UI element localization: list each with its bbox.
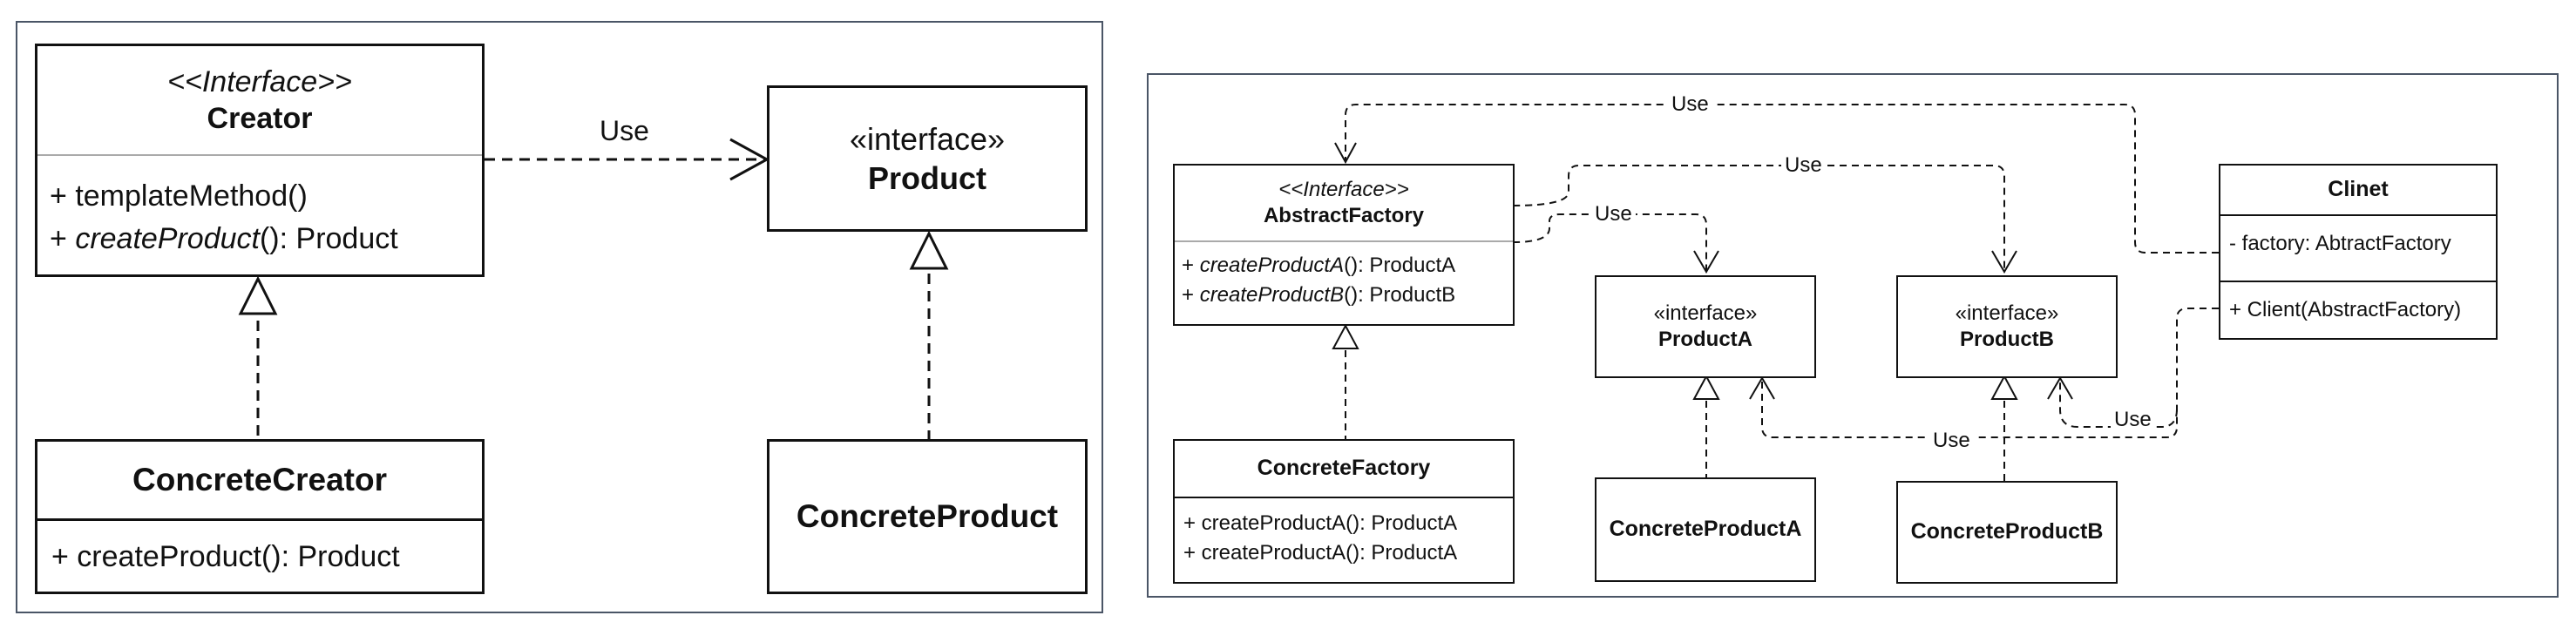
producta-interface: «interface» ProductA [1595, 275, 1816, 378]
client-use-productb-line [2059, 380, 2178, 428]
use-label-factory-productb: Use [1781, 153, 1826, 178]
factory-use-productb-line [1512, 165, 2005, 270]
concrete-factory-op-0: + createProductA(): ProductA [1183, 511, 1458, 535]
abstract-factory-op-1: + createProductB(): ProductB [1182, 282, 1456, 307]
abstract-factory-name: AbstractFactory [1263, 204, 1425, 227]
creator-realization-triangle [238, 275, 278, 315]
concrete-productb-name: ConcreteProductB [1910, 519, 2104, 544]
factory-use-producta-line [1512, 213, 1707, 270]
client-use-abstractfactory-line [1345, 104, 2219, 254]
concreteproductb-realization-triangle [1990, 374, 2018, 400]
abstract-factory-class: <<Interface>> AbstractFactory + createPr… [1173, 164, 1515, 326]
concrete-factory-class: ConcreteFactory + createProductA(): Prod… [1173, 439, 1515, 584]
product-interface: «interface» Product [767, 85, 1088, 232]
arrowhead-productb-bottom [2047, 376, 2073, 400]
creator-class: <<Interface>> Creator + templateMethod()… [35, 44, 485, 277]
concrete-productb-class: ConcreteProductB [1896, 481, 2118, 584]
use-label-factory-producta: Use [1591, 202, 1636, 227]
concrete-producta-class: ConcreteProductA [1595, 477, 1816, 582]
productb-interface: «interface» ProductB [1896, 275, 2118, 378]
product-realization-triangle [909, 230, 949, 270]
use-label-client-factory: Use [1668, 92, 1712, 117]
concrete-product-name: ConcreteProduct [796, 497, 1059, 534]
client-class: Clinet - factory: AbtractFactory + Clien… [2219, 164, 2498, 340]
creator-stereotype: <<Interface>> [167, 64, 352, 98]
creator-op-1: + createProduct(): Product [50, 222, 398, 256]
product-name: Product [867, 160, 986, 196]
productb-stereotype: «interface» [1955, 301, 2059, 325]
abstract-factory-op-0: + createProductA(): ProductA [1182, 254, 1456, 277]
concrete-creator-class: ConcreteCreator + createProduct(): Produ… [35, 439, 485, 594]
concrete-product-class: ConcreteProduct [767, 439, 1088, 594]
productb-name: ProductB [1960, 328, 2054, 351]
concrete-creator-name: ConcreteCreator [132, 461, 387, 497]
arrowhead-producta-bottom [1749, 376, 1775, 400]
arrowhead-producta-top [1693, 250, 1719, 274]
creator-name: Creator [207, 102, 313, 135]
producta-name: ProductA [1658, 328, 1752, 351]
abstract-factory-stereotype: <<Interface>> [1278, 178, 1409, 201]
use-label-client-producta: Use [1929, 429, 1974, 453]
arrowhead-productb-top [1991, 250, 2017, 274]
client-name: Clinet [2328, 177, 2389, 202]
client-use-producta-line [1761, 308, 2219, 438]
use-label-client-productb: Use [2111, 408, 2155, 432]
product-stereotype: «interface» [849, 121, 1006, 157]
client-attr: - factory: AbtractFactory [2220, 214, 2496, 281]
concretefactory-realization-triangle [1332, 323, 1359, 349]
concrete-creator-op: + createProduct(): Product [37, 518, 482, 574]
concrete-factory-op-1: + createProductA(): ProductA [1183, 540, 1458, 565]
arrowhead-abstractfactory [1334, 142, 1357, 165]
concrete-producta-name: ConcreteProductA [1609, 517, 1802, 542]
use-label: Use [600, 115, 649, 146]
concreteproducta-realization-triangle [1692, 374, 1720, 400]
concrete-factory-name: ConcreteFactory [1257, 456, 1431, 481]
producta-stereotype: «interface» [1653, 301, 1758, 325]
creator-op-0: + templateMethod() [50, 179, 308, 213]
client-op: + Client(AbstractFactory) [2220, 281, 2496, 322]
